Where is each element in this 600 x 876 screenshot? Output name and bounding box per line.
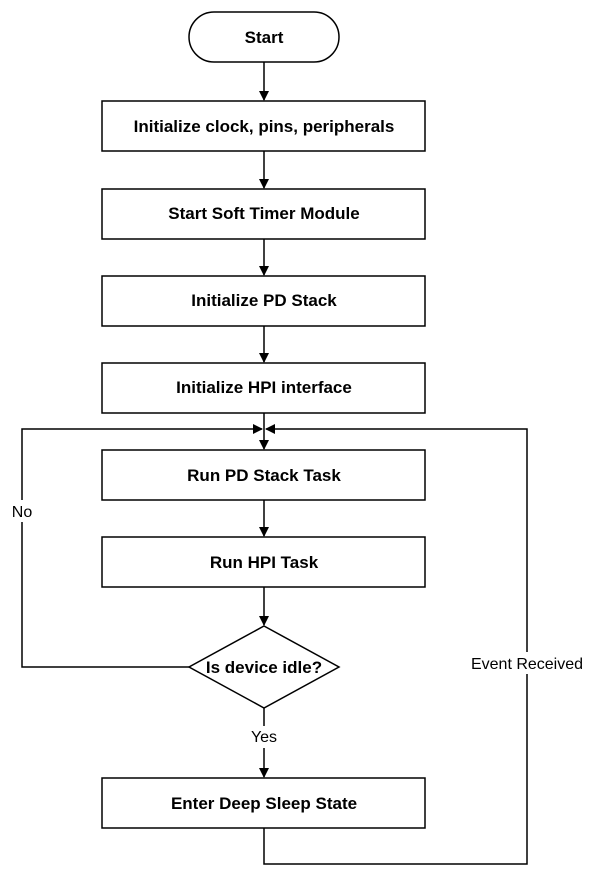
run-hpi-label: Run HPI Task [210,553,319,572]
deep-sleep-label: Enter Deep Sleep State [171,794,357,813]
init-hpi-node: Initialize HPI interface [101,362,426,414]
run-hpi-node: Run HPI Task [101,536,426,588]
init-clock-node: Initialize clock, pins, peripherals [101,100,426,152]
decision-label: Is device idle? [206,658,322,677]
decision-node: Is device idle? [187,625,341,709]
init-hpi-label: Initialize HPI interface [176,378,352,397]
run-pd-label: Run PD Stack Task [187,466,341,485]
run-pd-node: Run PD Stack Task [101,449,426,501]
init-pd-label: Initialize PD Stack [191,291,337,310]
init-pd-node: Initialize PD Stack [101,275,426,327]
deep-sleep-node: Enter Deep Sleep State [101,777,426,829]
no-label-bg [8,500,42,522]
start-timer-label: Start Soft Timer Module [168,204,359,223]
start-label: Start [245,28,284,47]
start-timer-node: Start Soft Timer Module [101,188,426,240]
start-node: Start [188,11,340,63]
event-label-bg [463,652,591,674]
yes-label-bg [244,726,284,748]
arrow-decision-no-loop [21,424,263,668]
yes-label: Yes [251,729,277,746]
arrow-event-received-loop [263,424,528,865]
event-received-label: Event Received [471,656,583,673]
init-clock-label: Initialize clock, pins, peripherals [134,117,395,136]
no-label: No [12,504,33,521]
